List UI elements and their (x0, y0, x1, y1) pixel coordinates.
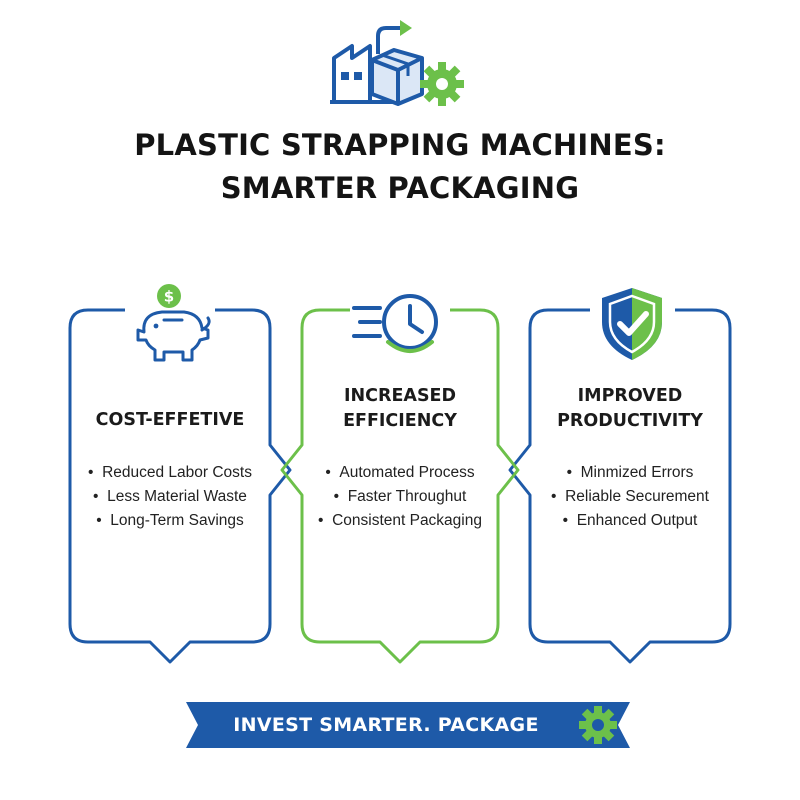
card-heading-line-2: EFFICIENCY (343, 411, 457, 431)
list-item: Faster Throughut (302, 485, 498, 509)
card-bullets-increased-efficiency: Automated Process Faster Throughut Consi… (302, 461, 498, 533)
card-frame-improved-productivity (508, 308, 732, 664)
card-heading-line-1: IMPROVED (577, 386, 683, 406)
list-item: Consistent Packaging (302, 509, 498, 533)
page-title-line-1: PLASTIC STRAPPING MACHINES: (134, 128, 666, 162)
card-frame-cost-effective (68, 308, 292, 664)
banner-ribbon (186, 702, 630, 748)
list-item: Long-Term Savings (70, 509, 270, 533)
card-bullets-cost-effective: Reduced Labor Costs Less Material Waste … (70, 461, 270, 533)
card-heading-line-1: INCREASED (343, 386, 457, 406)
card-heading-cost-effective: COST-EFFETIVE (70, 408, 270, 433)
page-title: PLASTIC STRAPPING MACHINES: SMARTER PACK… (0, 124, 800, 210)
list-item: Reduced Labor Costs (70, 461, 270, 485)
list-item: Reliable Securement (530, 485, 730, 509)
card-heading-line-2: PRODUCTIVITY (557, 411, 703, 431)
card-frame-increased-efficiency (280, 308, 520, 664)
gear-icon (579, 706, 617, 744)
card-heading-increased-efficiency: INCREASED EFFICIENCY (302, 384, 498, 434)
page-title-line-2: SMARTER PACKAGING (220, 171, 580, 205)
shield-check-icon (602, 288, 662, 360)
factory-box-gear-icon (330, 20, 464, 106)
card-heading-line-1: COST-EFFETIVE (95, 410, 245, 430)
card-heading-improved-productivity: IMPROVED PRODUCTIVITY (530, 384, 730, 434)
fast-clock-icon (352, 294, 438, 353)
list-item: Less Material Waste (70, 485, 270, 509)
card-bullets-improved-productivity: Minmized Errors Reliable Securement Enha… (530, 461, 730, 533)
list-item: Enhanced Output (530, 509, 730, 533)
svg-text:$: $ (164, 288, 174, 306)
banner-text: INVEST SMARTER. PACKAGE FASTER (233, 714, 539, 782)
list-item: Minmized Errors (530, 461, 730, 485)
list-item: Automated Process (302, 461, 498, 485)
piggy-bank-dollar-icon: $ (136, 284, 211, 362)
